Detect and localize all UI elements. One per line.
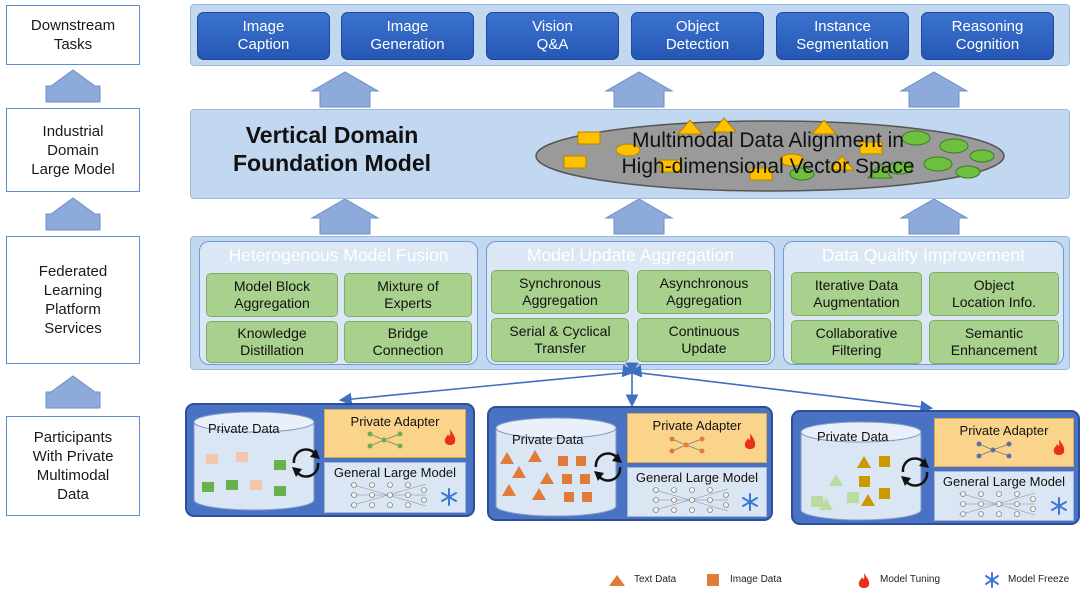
service-item-model-block-aggregation: Model Block Aggregation: [206, 273, 338, 317]
up-arrow-icon: [899, 71, 969, 108]
private-data-label: Private Data: [512, 432, 584, 447]
task-image-caption: Image Caption: [197, 12, 330, 60]
snowflake-icon: [1051, 497, 1067, 515]
network-layers-icon: [349, 482, 427, 508]
neural-net-icon: [976, 441, 1012, 459]
sync-cycle-icon: [292, 448, 320, 478]
legend-text-data: Text Data: [634, 574, 677, 585]
up-arrow-icon: [45, 375, 101, 409]
snowflake-icon: [441, 488, 457, 506]
legend-model-freeze: Model Freeze: [1008, 574, 1070, 585]
connector-arrows: [338, 362, 934, 414]
network-layers-icon: [651, 487, 729, 513]
task-vision-qa: Vision Q&A: [486, 12, 619, 60]
neural-net-icon: [367, 431, 403, 449]
private-adapter-label: Private Adapter: [959, 423, 1049, 438]
general-model-label: General Large Model: [942, 474, 1066, 489]
up-arrow-icon: [310, 71, 380, 108]
private-data-label: Private Data: [817, 429, 889, 444]
snowflake-icon: [742, 493, 758, 511]
alignment-caption: Multimodal Data Alignment in High-dimens…: [621, 129, 915, 178]
private-data-cylinder: [495, 417, 617, 517]
service-item-mixture-of-experts: Mixture of Experts: [344, 273, 472, 317]
service-item-collaborative-filtering: Collaborative Filtering: [791, 320, 922, 364]
legend-snowflake-icon: [985, 572, 999, 588]
legend-image-data-icon: [707, 574, 719, 586]
sync-cycle-icon: [901, 457, 929, 487]
service-group-title: Heterogenous Model Fusion: [228, 245, 449, 265]
private-adapter-box: Private Adapter: [627, 413, 767, 463]
up-arrow-icon: [899, 198, 969, 235]
layer-label-participants: Participants With Private Multimodal Dat…: [6, 416, 140, 516]
service-item-knowledge-distillation: Knowledge Distillation: [206, 321, 338, 363]
service-group-title: Model Update Aggregation: [526, 245, 735, 265]
legend-text-data-icon: [609, 575, 625, 586]
image-data-marker: [615, 143, 641, 157]
general-model-box: General Large Model: [627, 467, 767, 517]
private-data-cylinder: [193, 411, 315, 511]
task-instance-segmentation: Instance Segmentation: [776, 12, 909, 60]
network-layers-icon: [958, 491, 1036, 517]
up-arrow-icon: [604, 71, 674, 108]
private-data-label: Private Data: [208, 421, 280, 436]
foundation-model-title: Vertical Domain Foundation Model: [232, 122, 431, 176]
legend-flame-icon: [858, 573, 870, 588]
service-item-bridge-connection: Bridge Connection: [344, 321, 472, 363]
service-item-semantic-enhancement: Semantic Enhancement: [929, 320, 1059, 364]
general-model-box: General Large Model: [934, 471, 1074, 521]
text-data-marker: [828, 155, 856, 171]
task-image-generation: Image Generation: [341, 12, 474, 60]
up-arrow-icon: [604, 198, 674, 235]
general-model-label: General Large Model: [333, 465, 457, 480]
task-reasoning-cognition: Reasoning Cognition: [921, 12, 1054, 60]
layer-label-industrial-model: Industrial Domain Large Model: [6, 108, 140, 192]
image-data-marker: [779, 153, 805, 167]
flame-icon: [1053, 439, 1065, 455]
text-data-marker: [710, 117, 738, 133]
text-data-marker: [810, 119, 838, 135]
up-arrow-icon: [45, 197, 101, 231]
up-arrow-icon: [310, 198, 380, 235]
private-data-cylinder: [800, 421, 922, 521]
service-item-iterative-data-augmentation: Iterative Data Augmentation: [791, 272, 922, 316]
flame-icon: [444, 429, 456, 445]
image-data-marker: [859, 141, 883, 155]
image-data-marker: [659, 159, 683, 173]
private-adapter-label: Private Adapter: [652, 418, 742, 433]
vector-space-ellipse: [535, 117, 1005, 192]
image-data-marker: [563, 155, 587, 169]
private-adapter-label: Private Adapter: [350, 414, 440, 429]
legend-image-data: Image Data: [730, 574, 782, 585]
service-item-serial-cyclical-transfer: Serial & Cyclical Transfer: [491, 318, 629, 362]
general-model-label: General Large Model: [635, 470, 759, 485]
image-data-marker: [577, 131, 601, 145]
private-adapter-box: Private Adapter: [934, 418, 1074, 467]
service-item-synchronous-aggregation: Synchronous Aggregation: [491, 270, 629, 314]
service-group-title: Data Quality Improvement: [821, 245, 1026, 265]
general-model-box: General Large Model: [324, 462, 466, 513]
image-data-marker: [749, 167, 773, 181]
layer-label-federated-platform: Federated Learning Platform Services: [6, 236, 140, 364]
private-adapter-box: Private Adapter: [324, 409, 466, 458]
task-object-detection: Object Detection: [631, 12, 764, 60]
service-item-continuous-update: Continuous Update: [637, 318, 771, 362]
sync-cycle-icon: [594, 452, 622, 482]
text-data-marker: [676, 119, 704, 135]
flame-icon: [744, 433, 756, 449]
up-arrow-icon: [45, 69, 101, 103]
side-arrows: [45, 69, 101, 409]
service-item-object-location-info: Object Location Info.: [929, 272, 1059, 316]
layer-label-downstream-tasks: Downstream Tasks: [6, 5, 140, 65]
service-item-asynchronous-aggregation: Asynchronous Aggregation: [637, 270, 771, 314]
legend-model-tuning: Model Tuning: [880, 574, 941, 585]
main-arrows: [310, 71, 969, 235]
neural-net-icon: [669, 436, 705, 454]
